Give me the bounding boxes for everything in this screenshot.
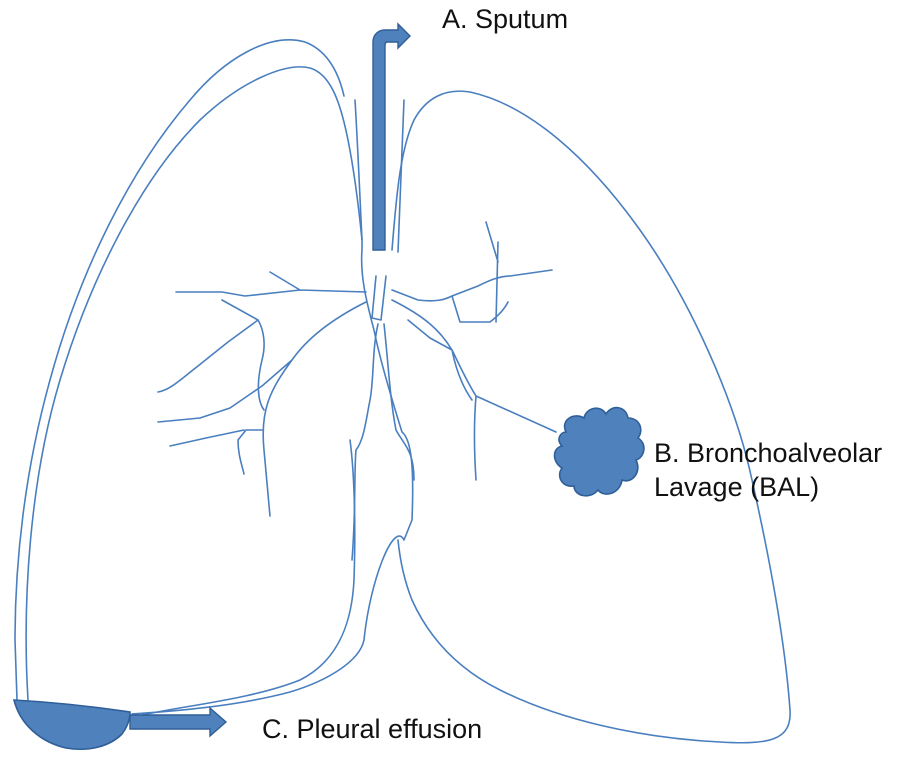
pleural-effusion-arrow [130,708,226,736]
trachea-left-wall [355,100,362,240]
pleural-effusion-label: C. Pleural effusion [262,712,482,746]
bal-cloud-shape [555,408,644,496]
left-lung-outline [26,67,413,714]
bal-label-line2: Lavage (BAL) [654,470,882,504]
trachea-lower [372,276,386,320]
pleural-effusion-shape [14,700,130,749]
bal-label-line1: B. Bronchoalveolar [654,436,882,470]
sputum-label: A. Sputum [442,2,568,36]
central-bronchus [352,324,414,560]
sputum-arrow [373,24,410,250]
right-bronchial-tree [392,222,556,480]
parietal-pleura-line [15,40,344,700]
left-bronchial-tree [158,272,366,516]
left-lung-medial-edge [138,440,355,716]
bal-label: B. Bronchoalveolar Lavage (BAL) [654,436,882,504]
